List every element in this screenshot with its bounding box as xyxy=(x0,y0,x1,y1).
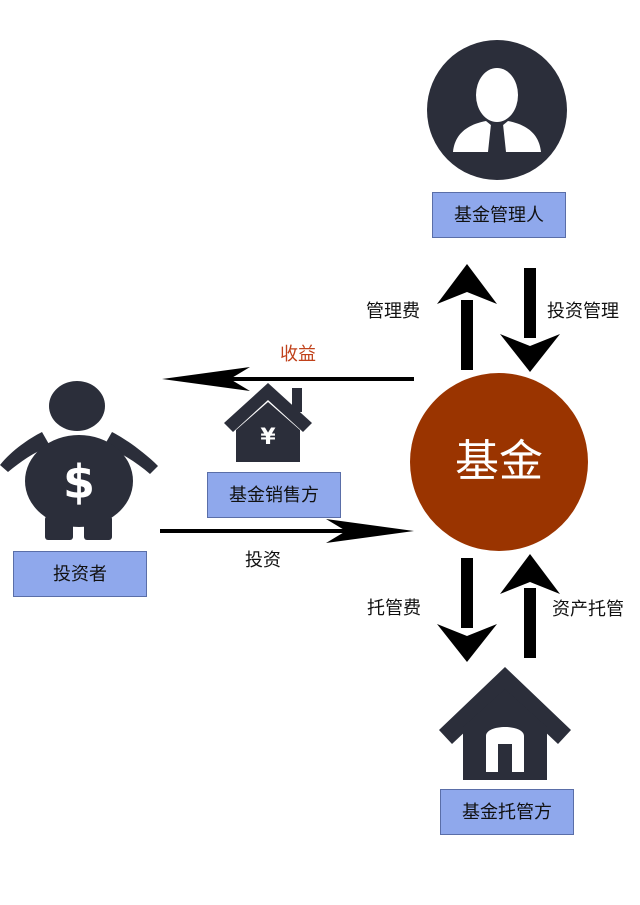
fund-seller-label: 基金销售方 xyxy=(207,472,341,518)
arrow-invest xyxy=(160,519,414,543)
invest-label: 投资 xyxy=(245,550,281,571)
house-icon xyxy=(439,667,571,780)
arrow-management-fee xyxy=(437,264,497,370)
returns-label: 收益 xyxy=(280,344,316,365)
arrow-custody-fee xyxy=(437,558,497,662)
bank-yuan-icon: ¥ xyxy=(224,383,312,462)
svg-text:$: $ xyxy=(63,455,95,509)
arrow-returns xyxy=(162,367,414,391)
fund-custodian-label: 基金托管方 xyxy=(440,789,574,835)
asset-custody-label: 资产托管 xyxy=(552,599,624,620)
fund-circle xyxy=(410,373,588,551)
fund-label: 基金 xyxy=(455,436,543,487)
businessman-icon xyxy=(427,40,567,180)
investment-management-label: 投资管理 xyxy=(547,301,619,322)
fund-manager-label: 基金管理人 xyxy=(432,192,566,238)
management-fee-label: 管理费 xyxy=(366,301,420,322)
custody-fee-label: 托管费 xyxy=(367,598,421,619)
investor-label: 投资者 xyxy=(13,551,147,597)
money-bag-icon: $ xyxy=(0,381,158,540)
svg-text:¥: ¥ xyxy=(260,425,276,450)
arrow-investment-management xyxy=(500,268,560,372)
arrow-asset-custody xyxy=(500,554,560,658)
